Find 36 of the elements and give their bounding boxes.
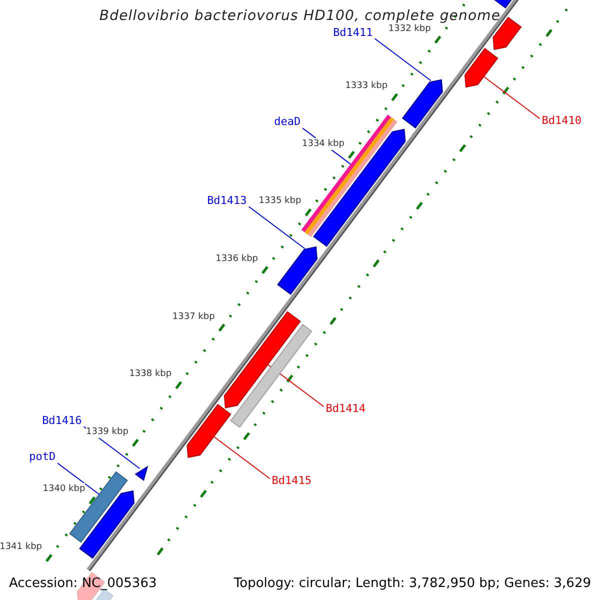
gene-feature: [134, 466, 148, 482]
tick-label: 1332 kbp: [388, 22, 431, 35]
genome-summary-text: Topology: circular; Length: 3,782,950 bp; Genes: 3,629: [234, 576, 591, 591]
tick-label: 1341 kbp: [0, 541, 42, 553]
tick-label: 1339 kbp: [86, 426, 128, 438]
leader-line: [374, 38, 432, 82]
tick-label: 1335 kbp: [258, 195, 302, 208]
leader-line: [267, 364, 324, 408]
gene-label: Bd1416: [42, 414, 82, 427]
gene-label: deaD: [274, 116, 301, 128]
tick-label: 1340 kbp: [42, 483, 86, 496]
gene-feature: [230, 324, 312, 428]
gene-label: Bd1410: [542, 114, 582, 127]
leader-line: [248, 206, 306, 250]
gene-label: Bd1413: [207, 194, 247, 207]
leader-line: [483, 76, 540, 120]
gene-feature: [186, 404, 232, 458]
gene-label: Bd1415: [272, 474, 312, 487]
diagram-title: Bdellovibrio bacteriovorus HD100, complete genome: [98, 8, 502, 24]
gene-label: potD: [29, 451, 56, 464]
gene-feature: [277, 246, 318, 295]
tick-label: 1336 kbp: [216, 253, 258, 265]
tick-label: 1334 kbp: [302, 138, 344, 150]
leader-line: [213, 436, 270, 480]
tick-label: 1337 kbp: [172, 310, 215, 323]
gene-feature: [402, 79, 443, 128]
gene-feature: [464, 48, 498, 88]
gene-feature: [224, 311, 301, 408]
leader-line: [57, 462, 100, 495]
accession-text: Accession: NC_005363: [9, 576, 157, 591]
tick-label: 1338 kbp: [129, 368, 172, 380]
tick-label: 1333 kbp: [345, 80, 388, 92]
gene-label: Bd1411: [333, 26, 373, 39]
gene-feature: [301, 114, 398, 237]
gene-feature: [69, 471, 128, 543]
gene-label: Bd1414: [326, 402, 366, 415]
